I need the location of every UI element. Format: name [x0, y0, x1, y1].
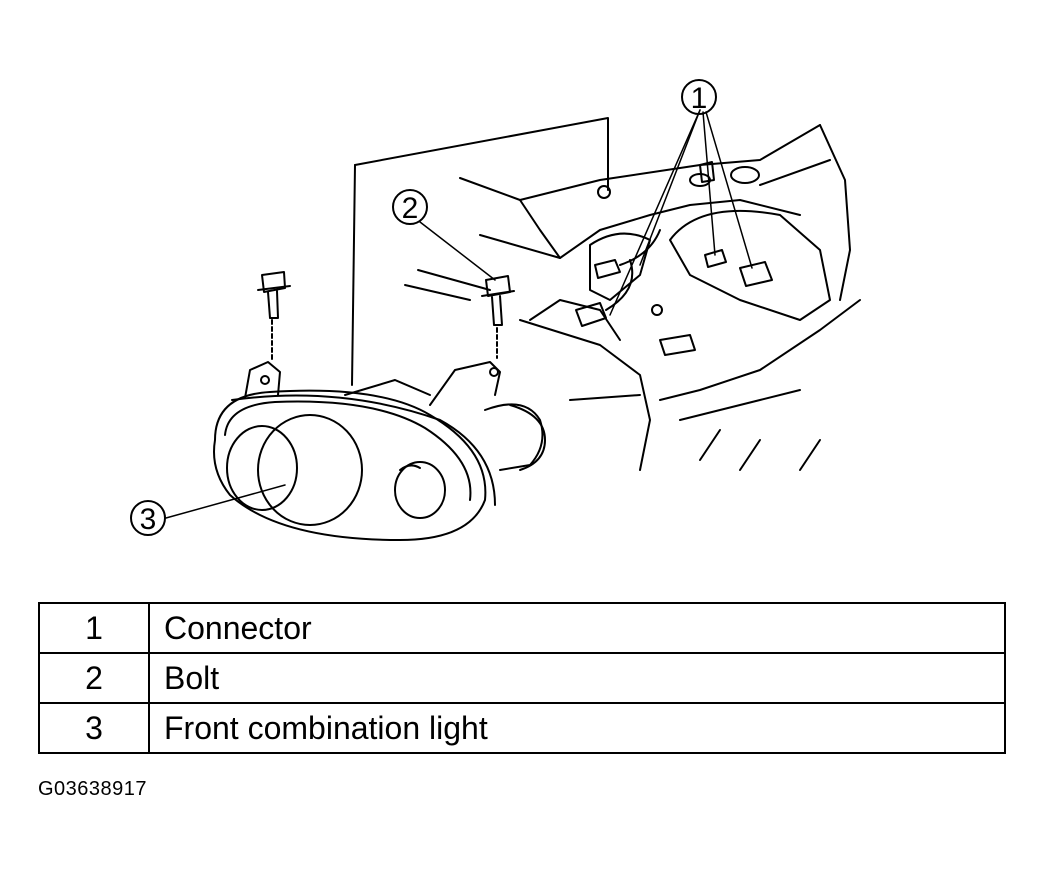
callout-1-label: 1 [691, 82, 708, 115]
legend-number: 3 [38, 702, 150, 754]
legend-table: 1 Connector 2 Bolt 3 Front combination l… [38, 602, 1006, 754]
legend-row: 2 Bolt [38, 652, 1006, 704]
callout-1: 1 [681, 79, 717, 115]
body-panel [351, 117, 861, 471]
legend-description: Front combination light [148, 702, 1006, 754]
figure-id: G03638917 [38, 778, 148, 800]
exploded-view-illustration: 1 2 3 [130, 79, 861, 541]
callout-2-label: 2 [402, 192, 419, 225]
callout-3-label: 3 [140, 503, 157, 536]
legend-number: 1 [38, 602, 150, 654]
callout-2: 2 [392, 189, 428, 225]
legend-description: Bolt [148, 652, 1006, 704]
legend-number: 2 [38, 652, 150, 704]
front-combination-light-drawing [213, 361, 546, 541]
legend-row: 3 Front combination light [38, 702, 1006, 754]
bolt-drawings [257, 271, 515, 361]
legend-row: 1 Connector [38, 602, 1006, 654]
leader-lines [165, 109, 753, 519]
callout-3: 3 [130, 500, 166, 536]
legend-description: Connector [148, 602, 1006, 654]
